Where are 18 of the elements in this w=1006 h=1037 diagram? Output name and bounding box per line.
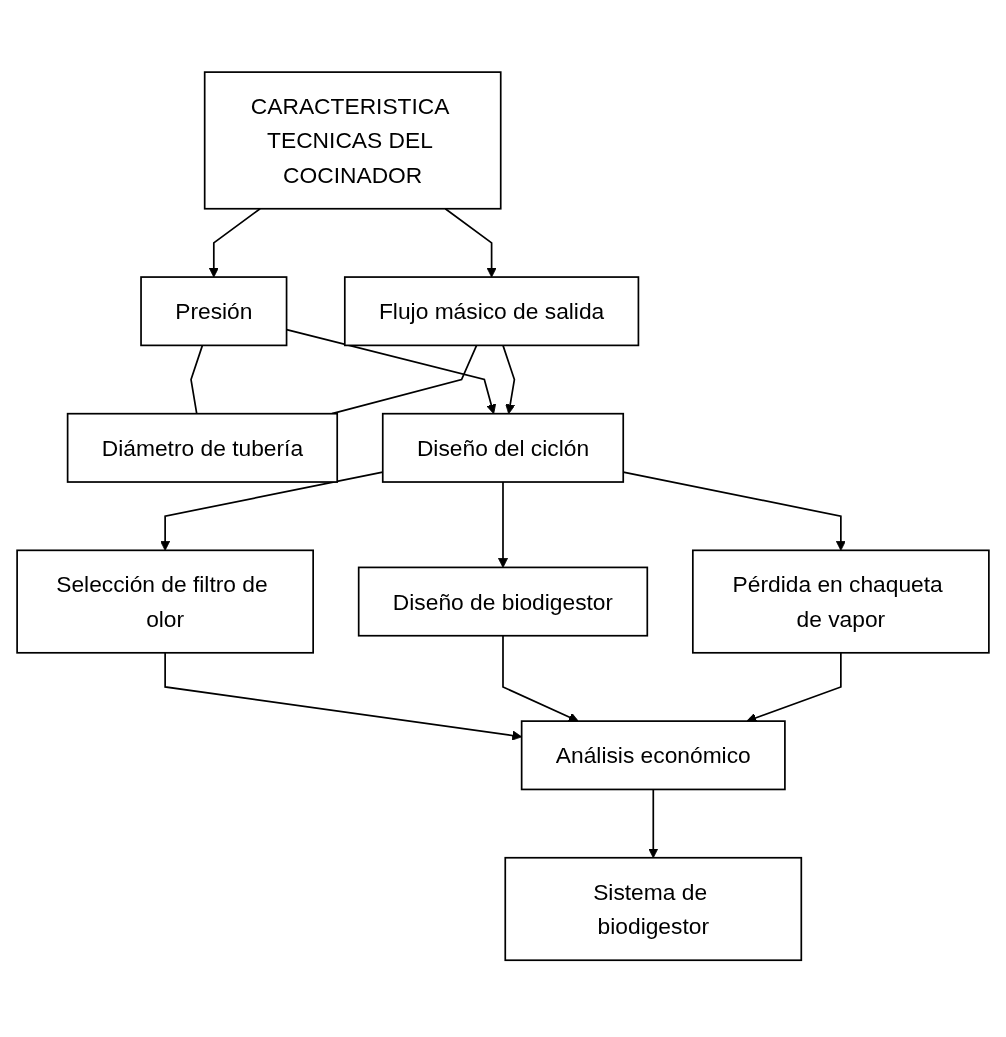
node-box: Selección de filtro de olor xyxy=(16,549,314,654)
arrow xyxy=(208,208,261,278)
arrow xyxy=(498,481,508,569)
node-box: CARACTERISTICA TECNICAS DEL COCINADOR xyxy=(203,71,502,210)
connector xyxy=(190,344,204,415)
arrow xyxy=(502,344,516,415)
node-box: Diseño del ciclón xyxy=(381,413,625,484)
arrow xyxy=(648,788,659,859)
node-box: Análisis económico xyxy=(520,720,786,791)
arrow xyxy=(444,208,497,278)
node-box: Flujo másico de salida xyxy=(343,276,640,347)
node-box: Pérdida en chaqueta de vapor xyxy=(692,549,990,654)
node-box: Diámetro de tubería xyxy=(66,413,339,484)
connector xyxy=(331,344,478,415)
node-box: Sistema de biodigestor xyxy=(504,857,803,962)
arrow xyxy=(502,635,579,723)
node-box: Presión xyxy=(140,276,288,347)
node-box: Diseño de biodigestor xyxy=(357,566,649,637)
